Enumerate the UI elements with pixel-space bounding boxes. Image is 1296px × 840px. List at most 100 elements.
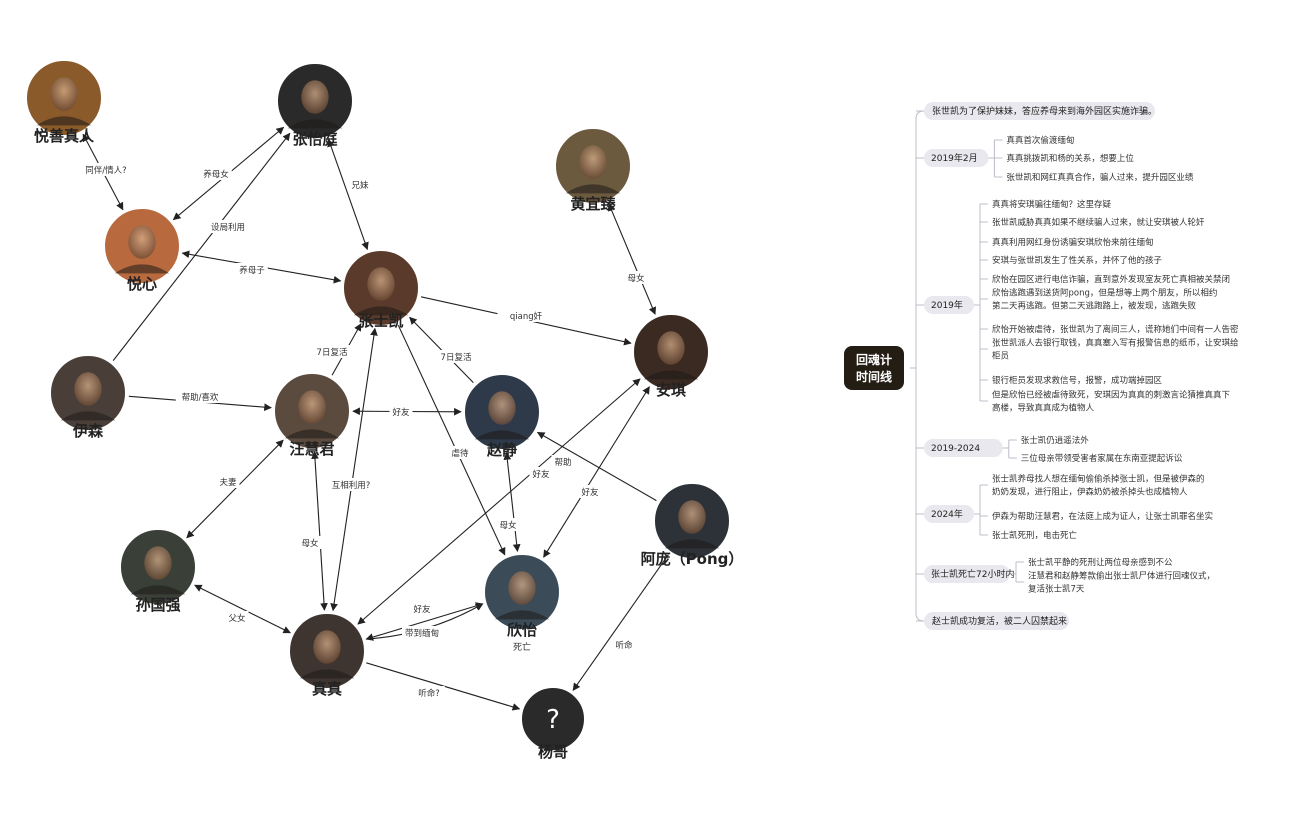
character-node-yueshan-zhenren[interactable]: 悦善真人 [25,59,103,145]
character-node-zhao-jing[interactable]: 赵静 [463,373,541,459]
edge-label-bg [326,478,376,491]
face-silhouette-icon [301,80,329,114]
timeline-event: 真真利用网红身份诱骗安琪欣怡来前往缅甸 [992,237,1154,248]
timeline-section-5[interactable]: 张士凯死亡72小时内张士凯平静的死刑让两位母亲感到不公汪慧君和赵静筹款偷出张士凯… [916,557,1215,595]
edge-label-bg [413,686,445,699]
timeline-event: 但是欣怡已经被虐待致死，安琪因为真真的刺激言论猜推真真下高楼，导致真真成为植物人 [992,390,1231,414]
face-silhouette-icon [678,500,706,534]
timeline-mindmap: 回魂计时间线张世凯为了保护妹妹，答应养母来到海外园区实施诈骗。2019年2月真真… [844,102,1239,630]
timeline-section-1[interactable]: 2019年2月 真真首次偷渡缅甸真真挑拨凯和杨的关系，想要上位张世凯和网红真真合作… [916,135,1194,183]
edge-label: 互相利用? [332,480,371,491]
edge-label-bg [402,626,442,639]
character-node-yuexin[interactable]: 悦心 [103,207,181,293]
shoulders-silhouette-icon [643,370,699,380]
edge-xinyi-anqi [543,386,650,558]
timeline-event: 张世凯派人去银行取钱，真真塞入写有报警信息的纸币，让安琪给柜员 [992,338,1239,362]
timeline-period-label: 2019年 [931,299,963,311]
timeline-period-label: 2024年 [931,508,963,520]
timeline-event: 真真首次偷渡缅甸 [1006,135,1074,146]
timeline-event: 赵士凯成功复活，被二人囚禁起来 [932,615,1067,627]
edge-label: 母女 [627,273,645,284]
face-silhouette-icon [579,145,607,179]
edge-zhao-jing-xinyi [503,451,521,553]
timeline-event: 张士凯仍逍遥法外 [1021,435,1090,446]
character-name-yuexin: 悦心 [127,275,157,293]
character-name-zhao-jing: 赵静 [486,441,517,459]
edge-label-bg [497,309,555,322]
face-silhouette-icon [657,331,685,365]
question-mark-icon: ? [546,705,560,735]
timeline-event: 张士凯平静的死刑让两位母亲感到不公 [1028,557,1173,568]
character-node-huang-yizhen[interactable]: 黄宜臻 [554,127,632,213]
character-name-huang-yizhen: 黄宜臻 [570,195,616,213]
timeline-period-box [924,439,1003,457]
character-node-zhang-shikai[interactable]: 张士凯 [342,249,420,330]
portrait-yang-ge [520,686,586,752]
character-nodes: 悦善真人张怡庭悦心张士凯 黄宜臻安琪伊森汪慧君 赵静阿庞（Pong） 孙国强真真 欣怡死… [25,59,744,761]
character-name-anqi: 安琪 [656,381,686,399]
timeline-period-label: 2019年2月 [931,152,978,164]
shoulders-silhouette-icon [284,429,340,439]
edge-label: 父女 [228,613,246,624]
face-silhouette-icon [367,267,395,301]
edge-label: qiang奸 [510,311,543,322]
timeline-event: 张世凯和网红真真合作，骗人过来，提升园区业绩 [1006,172,1194,183]
timeline-event: 真真挑拨凯和杨的关系，想要上位 [1006,153,1134,164]
character-node-yisen[interactable]: 伊森 [49,354,127,440]
character-name-zhang-yiting: 张怡庭 [292,130,338,148]
edge-sun-guoqiang-zhenzhen [194,584,291,634]
edge-label-bg [175,390,225,403]
character-name-yisen: 伊森 [72,422,104,440]
character-name-xinyi: 欣怡 [507,621,537,639]
timeline-period-label: 张士凯死亡72小时内 [931,568,1014,580]
timeline-period-box [924,296,974,314]
edge-label-bg [312,345,352,358]
timeline-section-4[interactable]: 2024年 张士凯养母找人想在缅甸偷偷杀掉张士凯，但是被伊森的奶奶发现，进行阻止，… [916,474,1213,542]
timeline-event: 张士凯养母找人想在缅甸偷偷杀掉张士凯，但是被伊森的奶奶发现，进行阻止，伊森奶奶被… [992,474,1205,498]
timeline-event: 安琪与张世凯发生了性关系，并怀了他的孩子 [992,255,1163,266]
character-node-sun-guoqiang[interactable]: 孙国强 [119,528,197,614]
character-node-a-pang[interactable]: 阿庞（Pong） [641,482,744,568]
edge-label: 听命 [615,640,633,651]
edge-label-bg [348,178,372,191]
edge-zhenzhen-xinyi [365,602,484,641]
edge-label: 帮助 [554,457,571,468]
timeline-section-2[interactable]: 2019年真真将安琪骗往缅甸？这里存疑张世凯威胁真真如果不继续骗人过来，就让安琪… [916,199,1239,414]
edge-label-bg [389,405,413,418]
edge-a-pang-zhao-jing [536,431,657,502]
character-node-anqi[interactable]: 安琪 [632,313,710,399]
timeline-period-box [924,505,974,523]
shoulders-silhouette-icon [130,585,186,595]
character-node-zhang-yiting[interactable]: 张怡庭 [276,62,354,148]
face-silhouette-icon [298,390,326,424]
timeline-root-title: 时间线 [856,369,892,384]
character-node-wang-huijun[interactable]: 汪慧君 [273,372,351,458]
relationship-edges [82,126,669,711]
character-name-wang-huijun: 汪慧君 [289,440,334,458]
character-node-zhenzhen[interactable]: 真真 [288,612,366,698]
shoulders-silhouette-icon [664,539,720,549]
edge-label: 虐待 [451,448,469,459]
shoulders-silhouette-icon [299,669,355,679]
edge-zhenzhen-wang-huijun [311,451,328,611]
edge-zhenzhen-yang-ge [366,662,521,711]
character-name-zhang-shikai: 张士凯 [358,312,403,330]
timeline-section-6[interactable]: 赵士凯成功复活，被二人囚禁起来 [916,612,1069,630]
edge-huang-yizhen-anqi [607,203,657,315]
character-node-yang-ge[interactable]: ? 杨哥 [520,686,586,761]
timeline-root-title: 回魂计 [856,352,892,367]
edge-label-bg [612,638,636,651]
timeline-event: 伊森为帮助汪慧君，在法庭上成为证人，让张士凯罪名坐实 [992,511,1213,522]
character-name-sun-guoqiang: 孙国强 [135,596,180,614]
timeline-section-0[interactable]: 张世凯为了保护妹妹，答应养母来到海外园区实施诈骗。 [916,102,1157,120]
character-name-a-pang: 阿庞（Pong） [641,550,744,568]
edge-label: 母女 [499,520,517,531]
character-name-yang-ge: 杨哥 [538,743,568,761]
timeline-period-box [924,565,1010,583]
edge-label: 7日复活 [441,352,472,363]
shoulders-silhouette-icon [114,264,170,274]
edge-label-bg [200,167,232,180]
